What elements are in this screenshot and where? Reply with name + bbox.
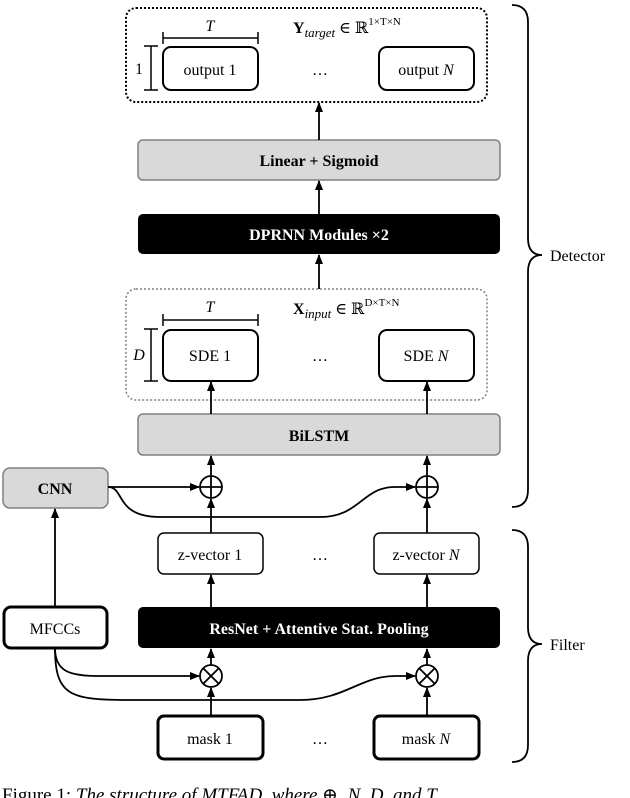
resnet-label: ResNet + Attentive Stat. Pooling: [209, 621, 428, 638]
output-h-label: 1: [135, 61, 143, 78]
arrow-mfcc-multn: [54, 647, 416, 701]
output-dotted-box: [125, 7, 488, 103]
mask-1-label: mask 1: [187, 731, 233, 748]
sde-ellipsis: …: [312, 348, 328, 365]
output-n-label: output N: [398, 62, 455, 79]
output-ellipsis: …: [312, 62, 328, 79]
dprnn-block: [138, 214, 500, 254]
multiplier-1: [199, 664, 223, 688]
sde-1-label: SDE 1: [189, 348, 231, 365]
arrow-mfcc-mult1: [54, 647, 200, 680]
mfccs-label: MFCCs: [30, 621, 81, 638]
filter-label: Filter: [550, 637, 585, 654]
mask-ellipsis: …: [312, 731, 328, 748]
output-1-box: [162, 46, 259, 91]
sde-n-label: SDE N: [404, 348, 450, 365]
output-t-label: T: [206, 18, 216, 35]
bilstm-block: [137, 413, 501, 456]
cnn-label: CNN: [38, 481, 73, 498]
output-1-label: output 1: [184, 62, 237, 79]
bilstm-label: BiLSTM: [289, 428, 349, 445]
input-formula: Xinput ∈ ℝD×T×N: [293, 297, 400, 321]
adder-n: [415, 475, 439, 499]
mask-n-label: mask N: [402, 731, 452, 748]
zvector-ellipsis: …: [312, 547, 328, 564]
detector-label: Detector: [550, 248, 606, 265]
input-group: Xinput ∈ ℝD×T×N T D SDE 1 … SDE N: [125, 288, 488, 401]
resnet-block: [138, 607, 500, 648]
figure-caption: Figure 1: The structure of MTFAD, where …: [2, 785, 438, 798]
output-n-box: [378, 46, 475, 91]
zvector-n-label: z-vector N: [392, 547, 460, 564]
output-group: Ytarget ∈ ℝ1×T×N T 1 output 1 … output N: [125, 7, 488, 103]
input-d-label: D: [132, 347, 145, 364]
linear-sigmoid-label: Linear + Sigmoid: [259, 153, 378, 170]
detector-brace: [511, 4, 543, 508]
adder-1: [199, 475, 223, 499]
dprnn-label: DPRNN Modules ×2: [249, 227, 389, 244]
connectors: [51, 102, 431, 716]
filter-brace: [511, 529, 543, 763]
arrow-cnn-addn: [107, 483, 416, 518]
multiplier-n: [415, 664, 439, 688]
input-dotted-box: [125, 288, 488, 401]
output-formula: Ytarget ∈ ℝ1×T×N: [293, 16, 401, 40]
input-t-label: T: [206, 299, 216, 316]
zvector-1-label: z-vector 1: [178, 547, 242, 564]
